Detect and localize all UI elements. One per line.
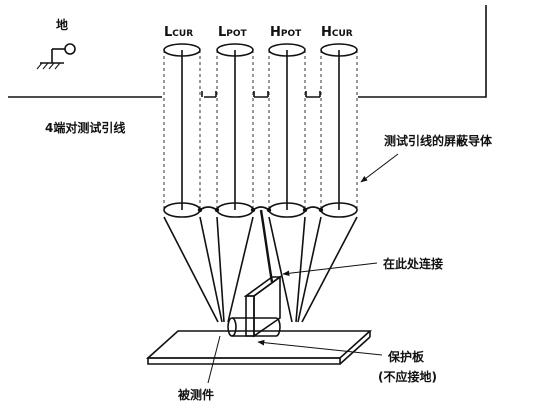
shield-interconnects <box>197 206 324 213</box>
dut-component <box>227 317 281 337</box>
connect-arrow <box>282 262 378 277</box>
cable-bottom-ends <box>163 202 358 218</box>
ground-symbol <box>36 43 76 70</box>
terminal-hcur-label: HCUR <box>321 25 353 40</box>
guard-label: 保护板 <box>387 349 425 364</box>
center-conductors <box>181 50 340 210</box>
terminal-lpot-label: LPOT <box>218 25 248 40</box>
connect-label: 在此处连接 <box>383 256 443 271</box>
ground-label: 地 <box>56 17 68 32</box>
dut-label: 被测件 <box>178 387 214 402</box>
dut-pointer <box>207 335 221 384</box>
guard-note: (不应接地) <box>378 369 437 384</box>
base-plate <box>145 330 373 365</box>
terminal-notches <box>201 91 321 97</box>
instrument-outline <box>8 5 487 98</box>
cable-shields <box>163 50 358 210</box>
cable-top-ends <box>163 43 358 57</box>
guard-plate <box>243 275 283 338</box>
shield-label: 测试引线的屏蔽导体 <box>384 133 493 148</box>
terminal-lcur-label: LCUR <box>164 25 193 40</box>
cable-label: 4端对测试引线 <box>45 120 125 135</box>
terminal-hpot-label: HPOT <box>270 25 302 40</box>
dut-leads <box>163 216 358 323</box>
guard-arrow <box>257 339 383 356</box>
shield-arrow <box>360 153 399 183</box>
shield-to-guard-wire <box>259 209 274 283</box>
